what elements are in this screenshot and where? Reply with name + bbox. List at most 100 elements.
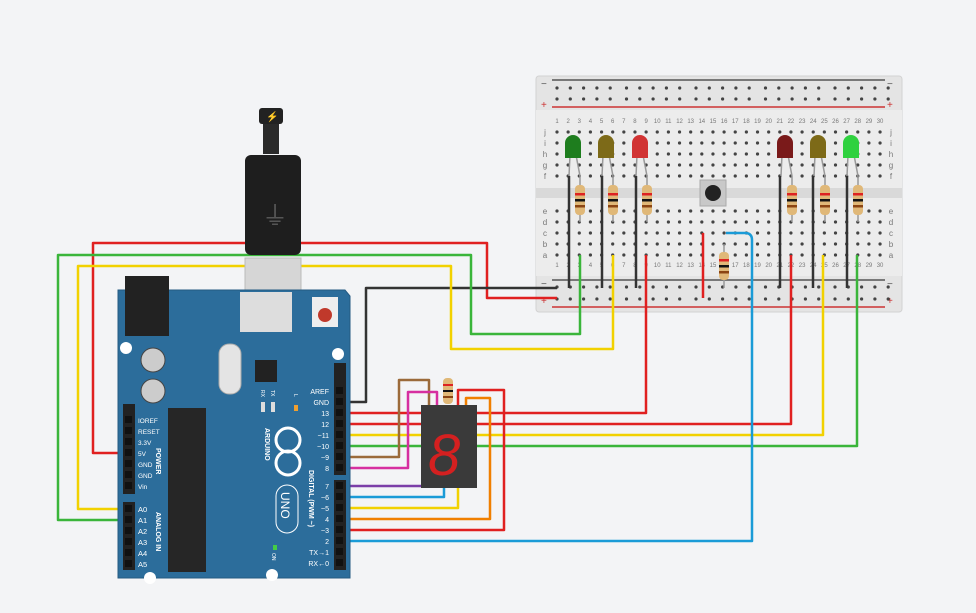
rail-hole[interactable]: [595, 86, 599, 90]
breadboard-hole[interactable]: [700, 174, 704, 178]
led[interactable]: [777, 135, 793, 177]
breadboard-hole[interactable]: [744, 152, 748, 156]
rail-hole[interactable]: [803, 285, 808, 289]
header-pin[interactable]: [336, 504, 343, 511]
breadboard-hole[interactable]: [867, 152, 871, 156]
rail-hole[interactable]: [624, 285, 629, 289]
rail-hole[interactable]: [624, 297, 629, 301]
wire-pin8[interactable]: [340, 390, 439, 470]
breadboard-hole[interactable]: [878, 253, 882, 257]
breadboard-hole[interactable]: [778, 130, 782, 134]
breadboard-hole[interactable]: [878, 163, 882, 167]
breadboard-hole[interactable]: [555, 253, 559, 257]
header-pin[interactable]: [125, 449, 132, 456]
breadboard-hole[interactable]: [666, 231, 671, 235]
resistor[interactable]: [608, 176, 618, 222]
rail-hole[interactable]: [886, 86, 890, 90]
breadboard-hole[interactable]: [722, 141, 726, 145]
header-pin[interactable]: [336, 537, 343, 544]
breadboard-hole[interactable]: [767, 152, 771, 156]
rail-hole[interactable]: [608, 86, 612, 90]
resistor[interactable]: [820, 176, 830, 222]
breadboard-hole[interactable]: [800, 141, 804, 145]
rail-hole[interactable]: [664, 285, 669, 289]
header-pin[interactable]: [336, 387, 343, 394]
rail-hole[interactable]: [747, 97, 751, 101]
breadboard-hole[interactable]: [867, 231, 871, 235]
rail-hole[interactable]: [694, 285, 698, 289]
rail-hole[interactable]: [763, 97, 768, 101]
breadboard-hole[interactable]: [711, 253, 715, 257]
breadboard-hole[interactable]: [833, 231, 838, 235]
breadboard-hole[interactable]: [833, 174, 838, 178]
breadboard-hole[interactable]: [744, 141, 748, 145]
rail-hole[interactable]: [595, 297, 599, 301]
breadboard-hole[interactable]: [622, 152, 626, 156]
breadboard-hole[interactable]: [722, 209, 726, 213]
breadboard-hole[interactable]: [711, 242, 715, 246]
led[interactable]: [843, 135, 859, 177]
breadboard-hole[interactable]: [800, 163, 804, 167]
breadboard-hole[interactable]: [577, 242, 581, 246]
rail-hole[interactable]: [638, 86, 642, 90]
breadboard-hole[interactable]: [767, 163, 771, 167]
breadboard-hole[interactable]: [878, 130, 882, 134]
breadboard-hole[interactable]: [833, 220, 838, 224]
header-pin[interactable]: [125, 460, 132, 467]
resistor[interactable]: [642, 176, 652, 222]
breadboard-hole[interactable]: [755, 231, 760, 235]
breadboard-hole[interactable]: [722, 163, 726, 167]
breadboard-hole[interactable]: [755, 130, 760, 134]
breadboard-hole[interactable]: [733, 174, 737, 178]
rail-hole[interactable]: [777, 297, 781, 301]
rail-hole[interactable]: [734, 86, 738, 90]
rail-hole[interactable]: [595, 285, 599, 289]
rail-hole[interactable]: [555, 97, 559, 101]
breadboard-hole[interactable]: [767, 209, 771, 213]
breadboard-hole[interactable]: [677, 242, 682, 246]
breadboard-hole[interactable]: [800, 231, 804, 235]
breadboard-hole[interactable]: [845, 130, 849, 134]
resistor[interactable]: [575, 176, 585, 222]
rail-hole[interactable]: [763, 86, 768, 90]
breadboard-hole[interactable]: [789, 231, 793, 235]
breadboard-hole[interactable]: [644, 231, 648, 235]
breadboard-hole[interactable]: [711, 141, 715, 145]
rail-hole[interactable]: [846, 297, 850, 301]
wire-pin3[interactable]: [340, 388, 506, 532]
rail-hole[interactable]: [568, 297, 572, 301]
breadboard-hole[interactable]: [588, 152, 593, 156]
rail-hole[interactable]: [803, 297, 808, 301]
header-pin[interactable]: [336, 548, 343, 555]
breadboard-hole[interactable]: [666, 209, 671, 213]
header-pin[interactable]: [336, 398, 343, 405]
rail-hole[interactable]: [608, 97, 612, 101]
rail-hole[interactable]: [734, 97, 738, 101]
rail-hole[interactable]: [638, 297, 642, 301]
breadboard-hole[interactable]: [599, 130, 604, 134]
breadboard-hole[interactable]: [566, 130, 570, 134]
breadboard-hole[interactable]: [655, 220, 659, 224]
breadboard-hole[interactable]: [689, 253, 693, 257]
rail-hole[interactable]: [582, 97, 586, 101]
breadboard-hole[interactable]: [878, 231, 882, 235]
breadboard-hole[interactable]: [644, 242, 648, 246]
breadboard-hole[interactable]: [555, 220, 559, 224]
rail-hole[interactable]: [638, 97, 642, 101]
breadboard-hole[interactable]: [744, 174, 748, 178]
breadboard-hole[interactable]: [622, 220, 626, 224]
breadboard-hole[interactable]: [677, 130, 682, 134]
breadboard-hole[interactable]: [689, 152, 693, 156]
rail-hole[interactable]: [747, 86, 751, 90]
rail-hole[interactable]: [777, 97, 781, 101]
reset-button[interactable]: [318, 308, 332, 322]
rail-hole[interactable]: [886, 297, 890, 301]
wire-bb-gnd[interactable]: [567, 176, 849, 288]
breadboard-hole[interactable]: [722, 231, 726, 235]
breadboard-hole[interactable]: [555, 152, 559, 156]
breadboard-hole[interactable]: [655, 163, 659, 167]
wire-a0[interactable]: [76, 255, 615, 511]
rail-hole[interactable]: [860, 285, 864, 289]
rail-hole[interactable]: [678, 86, 682, 90]
breadboard-hole[interactable]: [711, 152, 715, 156]
